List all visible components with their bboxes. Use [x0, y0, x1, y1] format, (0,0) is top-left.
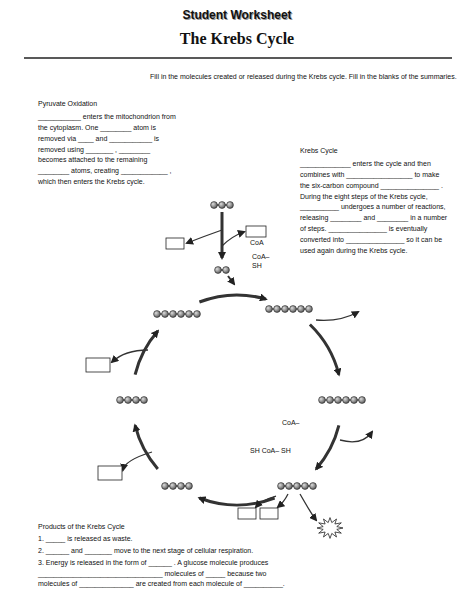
carbon-atom	[194, 311, 201, 318]
carbon-atom	[335, 397, 342, 404]
carbon-atom	[290, 306, 297, 313]
side-arrow	[123, 452, 152, 470]
carbon-atom	[274, 306, 281, 313]
product-item: 2. ______ and _______ move to the next s…	[38, 546, 296, 557]
blank-box	[246, 226, 266, 237]
carbon-atom	[162, 483, 169, 490]
cycle-arrow	[135, 425, 158, 469]
coenzyme-label: CoA–	[282, 418, 300, 429]
carbon-atom	[282, 306, 289, 313]
carbon-atom	[154, 311, 161, 318]
side-arrow	[300, 494, 316, 520]
carbon-atom	[141, 397, 148, 404]
blank-box	[166, 238, 184, 249]
carbon-atom	[278, 483, 285, 490]
section-heading: Krebs Cycle	[300, 146, 338, 157]
blank-box	[98, 466, 122, 480]
side-arrow	[316, 312, 358, 320]
carbon-atom	[178, 483, 185, 490]
title-rule	[24, 57, 452, 59]
product-item: 1. _____ is released as waste.	[38, 534, 296, 545]
carbon-atom	[170, 483, 177, 490]
coenzyme-label: SH CoA– SH	[250, 446, 291, 457]
product-item: 3. Energy is released in the form of ___…	[38, 558, 296, 590]
carbon-atom	[310, 483, 317, 490]
carbon-atom	[133, 397, 140, 404]
carbon-atom	[125, 397, 132, 404]
section-heading: Pyruvate Oxidation	[38, 99, 97, 110]
cycle-arrow	[135, 331, 158, 375]
carbon-atom	[211, 202, 218, 209]
summary-text: ___________ enters the mitochondrion fro…	[38, 112, 180, 188]
side-arrow	[222, 232, 244, 246]
carbon-atom	[223, 267, 230, 274]
worksheet-heading: Student Worksheet	[0, 8, 474, 22]
carbon-atom	[286, 483, 293, 490]
carbon-atom	[170, 311, 177, 318]
section-heading: Products of the Krebs Cycle	[38, 522, 125, 533]
side-arrow	[278, 494, 288, 507]
cycle-arrow	[316, 425, 339, 469]
carbon-atom	[359, 397, 366, 404]
coenzyme-label: CoA	[250, 238, 264, 249]
blank-box	[238, 508, 256, 519]
carbon-atom	[186, 483, 193, 490]
carbon-atom	[294, 483, 301, 490]
side-arrow	[187, 230, 222, 243]
carbon-atom	[302, 483, 309, 490]
carbon-atom	[186, 311, 193, 318]
carbon-atom	[215, 267, 222, 274]
carbon-atom	[327, 397, 334, 404]
carbon-atom	[117, 397, 124, 404]
carbon-atom	[351, 397, 358, 404]
energy-star	[317, 518, 343, 539]
blank-box	[260, 508, 278, 519]
carbon-atom	[319, 397, 326, 404]
summary-text: _____________ enters the cycle and then …	[300, 159, 450, 257]
carbon-atom	[162, 311, 169, 318]
carbon-atom	[227, 202, 234, 209]
blank-box	[86, 358, 110, 372]
entry-arrow	[228, 276, 234, 284]
worksheet-title: The Krebs Cycle	[0, 29, 474, 48]
carbon-atom	[219, 202, 226, 209]
carbon-atom	[343, 397, 350, 404]
carbon-atom	[306, 306, 313, 313]
carbon-atom	[298, 306, 305, 313]
coenzyme-label: CoA– SH	[252, 252, 272, 270]
cycle-arrow	[199, 295, 266, 302]
instructions: Fill in the molecules created or release…	[150, 72, 468, 82]
carbon-atom	[178, 311, 185, 318]
side-arrow	[112, 350, 148, 362]
side-arrow	[256, 496, 276, 507]
carbon-atom	[266, 306, 273, 313]
cycle-arrow	[310, 325, 339, 375]
side-arrow	[340, 432, 372, 442]
oxidation-arrow	[221, 212, 224, 258]
